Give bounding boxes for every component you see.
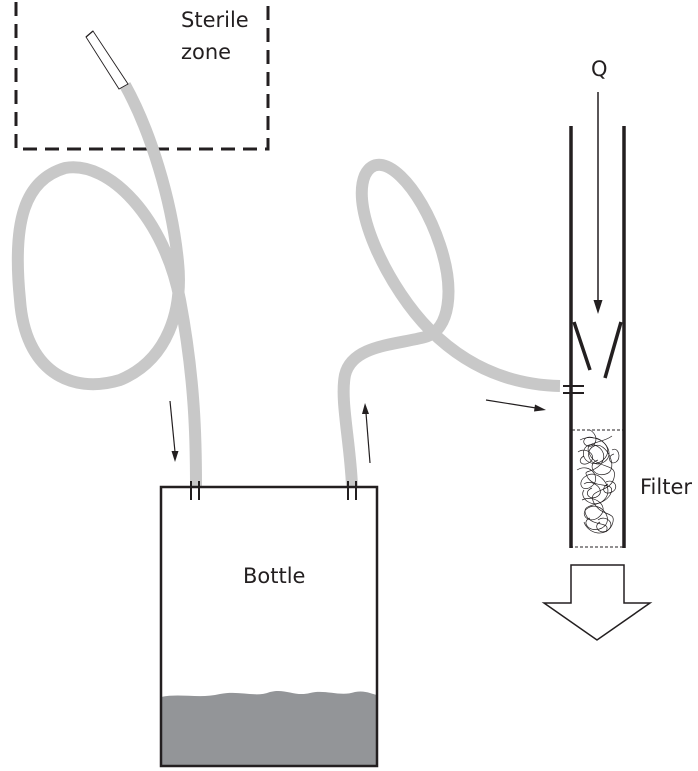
sterile-zone-label-line2: zone — [181, 40, 231, 64]
bottle-outlet-connector — [347, 481, 357, 500]
bottle-label: Bottle — [243, 564, 305, 588]
filter-label: Filter — [640, 475, 692, 499]
sterile-zone: Sterile zone — [14, 2, 270, 151]
filter-element-border — [571, 429, 625, 548]
filter-fibers — [576, 429, 620, 534]
bottle-liquid — [161, 690, 377, 765]
sterile-zone-label-line1: Sterile — [181, 8, 249, 32]
sterile-zone-border — [14, 2, 270, 151]
inlet-tube — [11, 30, 202, 487]
flow-q-label: Q — [591, 57, 608, 81]
inlet-tube-body — [11, 82, 202, 487]
outlet-tube-body — [337, 158, 561, 487]
funnel-baffle-left — [572, 321, 592, 371]
inlet-tube-tip — [85, 30, 129, 90]
filter-element: Filter — [571, 429, 692, 548]
flow-q: Q — [591, 57, 608, 314]
flow-arrow-outlet — [362, 403, 371, 464]
bottle-inlet-connector — [190, 481, 200, 500]
flow-arrow-to-filter — [485, 399, 546, 412]
flow-arrow-inlet — [169, 400, 179, 462]
outflow-arrow — [541, 564, 653, 641]
inlet-tube-tip-end — [85, 30, 94, 38]
funnel-baffle-right — [603, 321, 623, 379]
bottle-outline — [159, 485, 379, 768]
outlet-tube — [337, 158, 561, 487]
bottle: Bottle — [159, 485, 379, 768]
filter-housing — [563, 126, 626, 548]
